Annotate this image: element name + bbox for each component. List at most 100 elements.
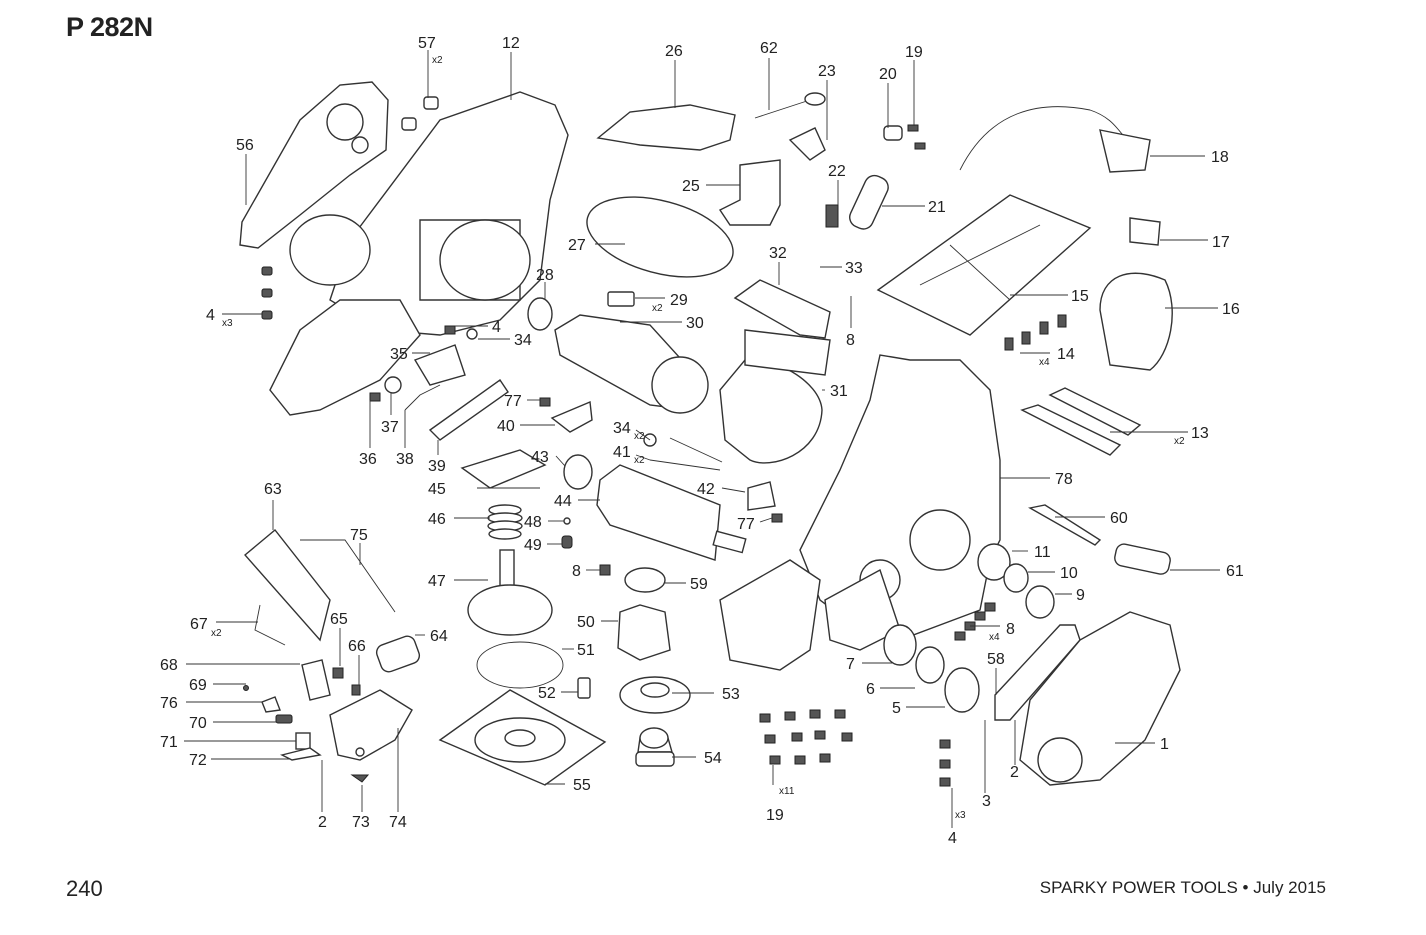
callout-qty: x2 (432, 55, 443, 66)
callout-label: 60 (1110, 510, 1128, 527)
part-25-switch (718, 159, 781, 226)
callout-label: 69 (189, 677, 207, 694)
callout-qty: x3 (955, 810, 966, 821)
callout-qty: x2 (634, 431, 645, 442)
callout-label: 16 (1222, 301, 1240, 318)
callout-label: 48 (524, 514, 542, 531)
callout-label: 8 (846, 332, 855, 349)
callout-label: 1 (1160, 736, 1169, 753)
callout-label: 2 (1010, 764, 1019, 781)
footer-brand-date: SPARKY POWER TOOLS • July 2015 (1039, 878, 1326, 897)
callout-label: 21 (928, 199, 946, 216)
callout-label: 36 (359, 451, 377, 468)
callout-label: 9 (1076, 587, 1085, 604)
callout-label: 4 (492, 319, 501, 336)
callout-qty: x4 (989, 632, 1000, 643)
callout-label: 47 (428, 573, 446, 590)
callout-label: 74 (389, 814, 407, 831)
callout-label: 39 (428, 458, 446, 475)
callout-label: 62 (760, 40, 778, 57)
callout-label: 3 (982, 793, 991, 810)
callout-label: 37 (381, 419, 399, 436)
callout-label: 4 (948, 830, 957, 847)
callout-qty: x3 (222, 318, 233, 329)
callout-label: 42 (697, 481, 715, 498)
callout-label: 14 (1057, 346, 1075, 363)
callout-labels: 57 x2 12 26 62 23 20 19 56 18 25 22 21 1… (160, 35, 1244, 847)
callout-label: 4 (206, 307, 215, 324)
callout-qty: x2 (211, 628, 222, 639)
callout-label: 33 (845, 260, 863, 277)
part-64-dust-port (375, 635, 421, 673)
callout-qty: x2 (652, 303, 663, 314)
callout-label: 68 (160, 657, 178, 674)
callout-label: 58 (987, 651, 1005, 668)
part-74-fence (329, 689, 413, 761)
callout-label: 30 (686, 315, 704, 332)
callout-label: 34 (514, 332, 532, 349)
page-title: P 282N (66, 12, 153, 42)
part-47-knob-base (467, 584, 553, 636)
callout-label: 43 (531, 449, 549, 466)
part-50-knob (617, 604, 671, 661)
part-44-cutter-drum (596, 464, 721, 561)
callout-label: 44 (554, 493, 572, 510)
callout-label: 6 (866, 681, 875, 698)
callout-label: 28 (536, 267, 554, 284)
callout-label: 50 (577, 614, 595, 631)
callout-label: 19 (766, 807, 784, 824)
callout-label: 32 (769, 245, 787, 262)
callout-label: 10 (1060, 565, 1078, 582)
callout-label: 52 (538, 685, 556, 702)
callout-label: 72 (189, 752, 207, 769)
callout-label: 22 (828, 163, 846, 180)
callout-label: 23 (818, 63, 836, 80)
callout-label: 2 (318, 814, 327, 831)
callout-label: 8 (572, 563, 581, 580)
callout-label: 7 (846, 656, 855, 673)
callout-label: 34 (613, 420, 631, 437)
callout-label: 12 (502, 35, 520, 52)
callout-label: 49 (524, 537, 542, 554)
callout-label: 27 (568, 237, 586, 254)
part-19-screw-set (759, 709, 853, 765)
callout-label: 56 (236, 137, 254, 154)
page-number: 240 (66, 876, 103, 901)
part-57-sleeve (423, 96, 439, 110)
callout-label: 77 (737, 516, 755, 533)
callout-label: 65 (330, 611, 348, 628)
callout-label: 18 (1211, 149, 1229, 166)
callout-label: 8 (1006, 621, 1015, 638)
callout-label: 38 (396, 451, 414, 468)
callout-label: 19 (905, 44, 923, 61)
callout-label: 31 (830, 383, 848, 400)
callout-label: 15 (1071, 288, 1089, 305)
callout-label: 71 (160, 734, 178, 751)
callout-label: 54 (704, 750, 722, 767)
callout-label: 51 (577, 642, 595, 659)
part-61-key (1114, 543, 1171, 575)
part-60-wrench (1028, 504, 1102, 546)
part-21-grip (849, 174, 889, 230)
part-drawings (239, 81, 1181, 787)
callout-label: 45 (428, 481, 446, 498)
callout-label: 26 (665, 43, 683, 60)
callout-label: 73 (352, 814, 370, 831)
callout-label: 75 (350, 527, 368, 544)
part-63-chip-deflector (243, 529, 331, 642)
callout-label: 63 (264, 481, 282, 498)
callout-label: 53 (722, 686, 740, 703)
callout-label: 67 (190, 616, 208, 633)
part-16-guard (1099, 272, 1173, 371)
callout-label: 70 (189, 715, 207, 732)
callout-label: 11 (1034, 544, 1051, 561)
callout-label: 78 (1055, 471, 1073, 488)
callout-qty: x2 (1174, 436, 1185, 447)
part-15-base-plate (876, 194, 1092, 336)
callout-label: 25 (682, 178, 700, 195)
callout-label: 17 (1212, 234, 1230, 251)
part-27-shield (586, 196, 734, 278)
callout-label: 59 (690, 576, 708, 593)
callout-label: 29 (670, 292, 688, 309)
